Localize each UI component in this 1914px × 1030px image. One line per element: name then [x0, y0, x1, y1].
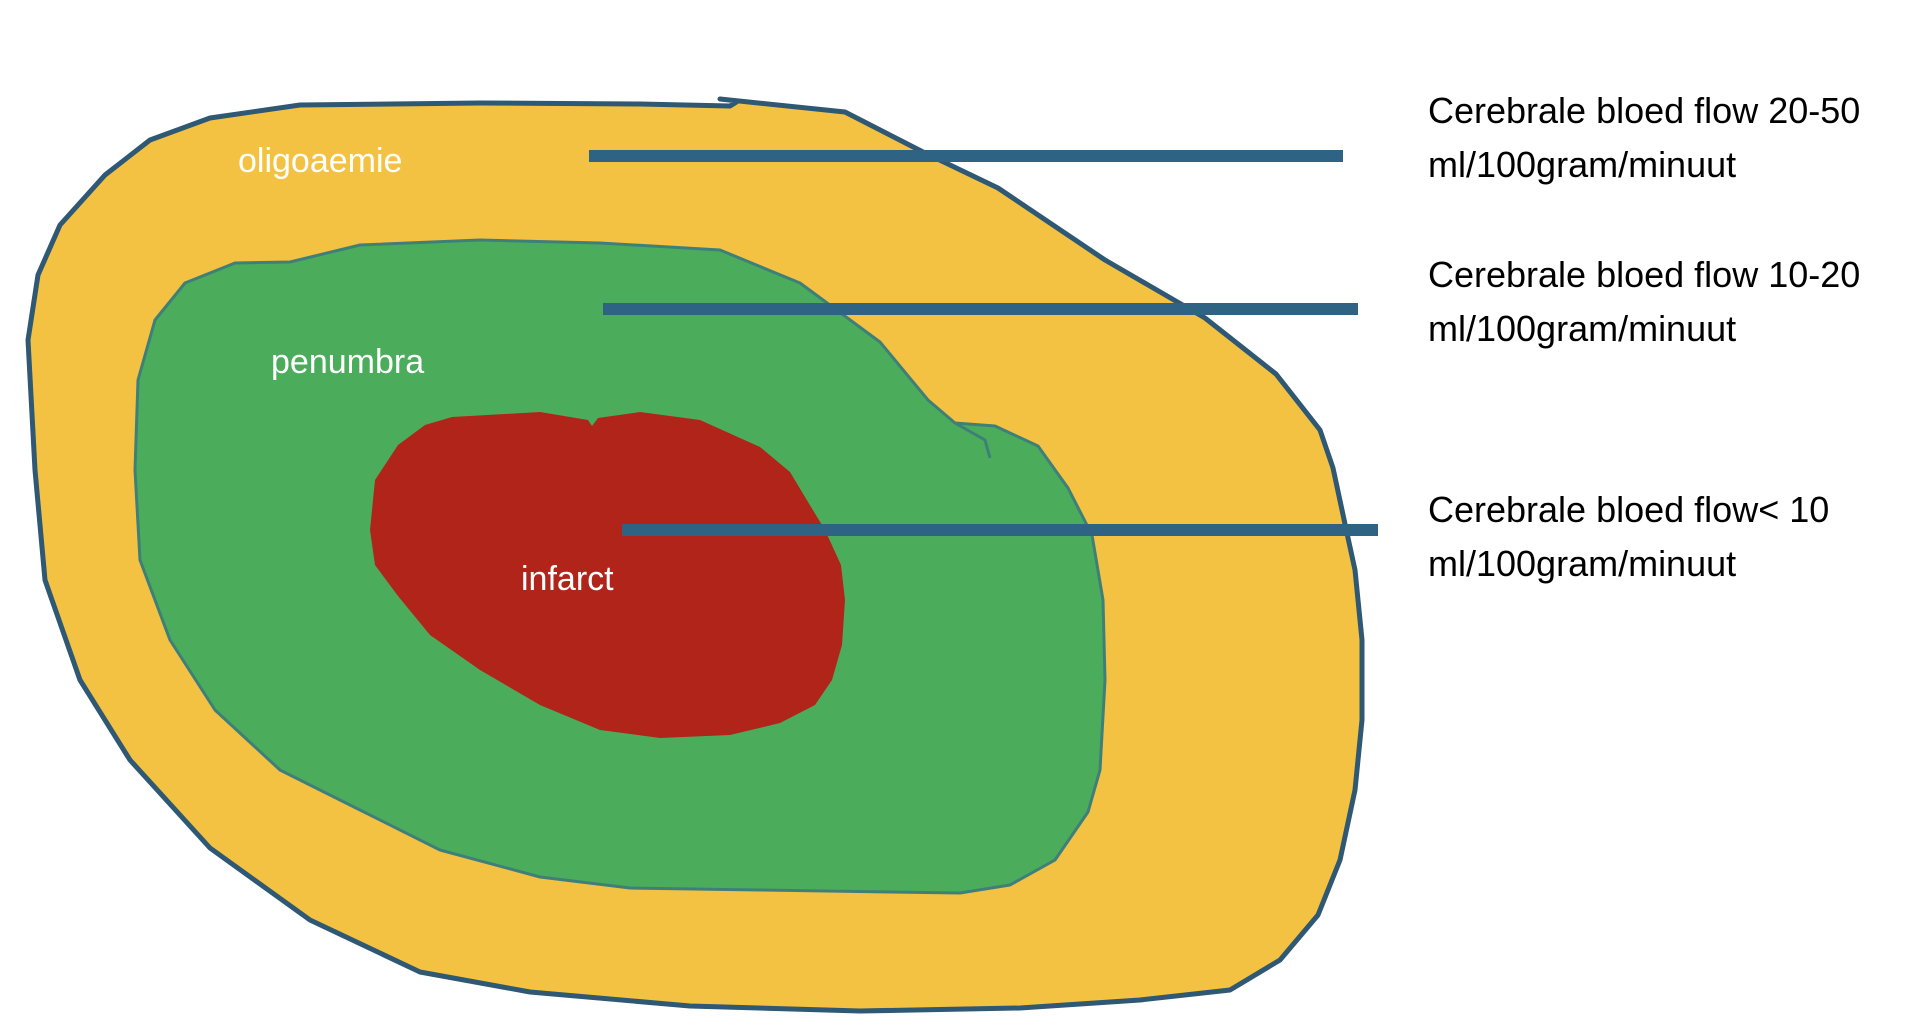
flow-label-infarct-line1: Cerebrale bloed flow< 10	[1428, 489, 1830, 530]
infarct-label: infarct	[521, 560, 614, 598]
flow-label-infarct-line2: ml/100gram/minuut	[1428, 543, 1737, 584]
penumbra-label: penumbra	[271, 343, 425, 381]
flow-label-penumbra: Cerebrale bloed flow 10-20 ml/100gram/mi…	[1428, 248, 1860, 356]
flow-label-penumbra-line1: Cerebrale bloed flow 10-20	[1428, 254, 1861, 295]
flow-label-oligoaemia-line2: ml/100gram/minuut	[1428, 144, 1737, 185]
oligoaemia-label: oligoaemie	[238, 142, 403, 180]
flow-label-oligoaemia: Cerebrale bloed flow 20-50 ml/100gram/mi…	[1428, 84, 1860, 192]
penumbra-notch	[954, 421, 992, 459]
flow-label-penumbra-line2: ml/100gram/minuut	[1428, 308, 1737, 349]
flow-label-infarct: Cerebrale bloed flow< 10 ml/100gram/minu…	[1428, 483, 1829, 591]
flow-label-oligoaemia-line1: Cerebrale bloed flow 20-50	[1428, 90, 1861, 131]
infarct-zone	[370, 412, 845, 738]
